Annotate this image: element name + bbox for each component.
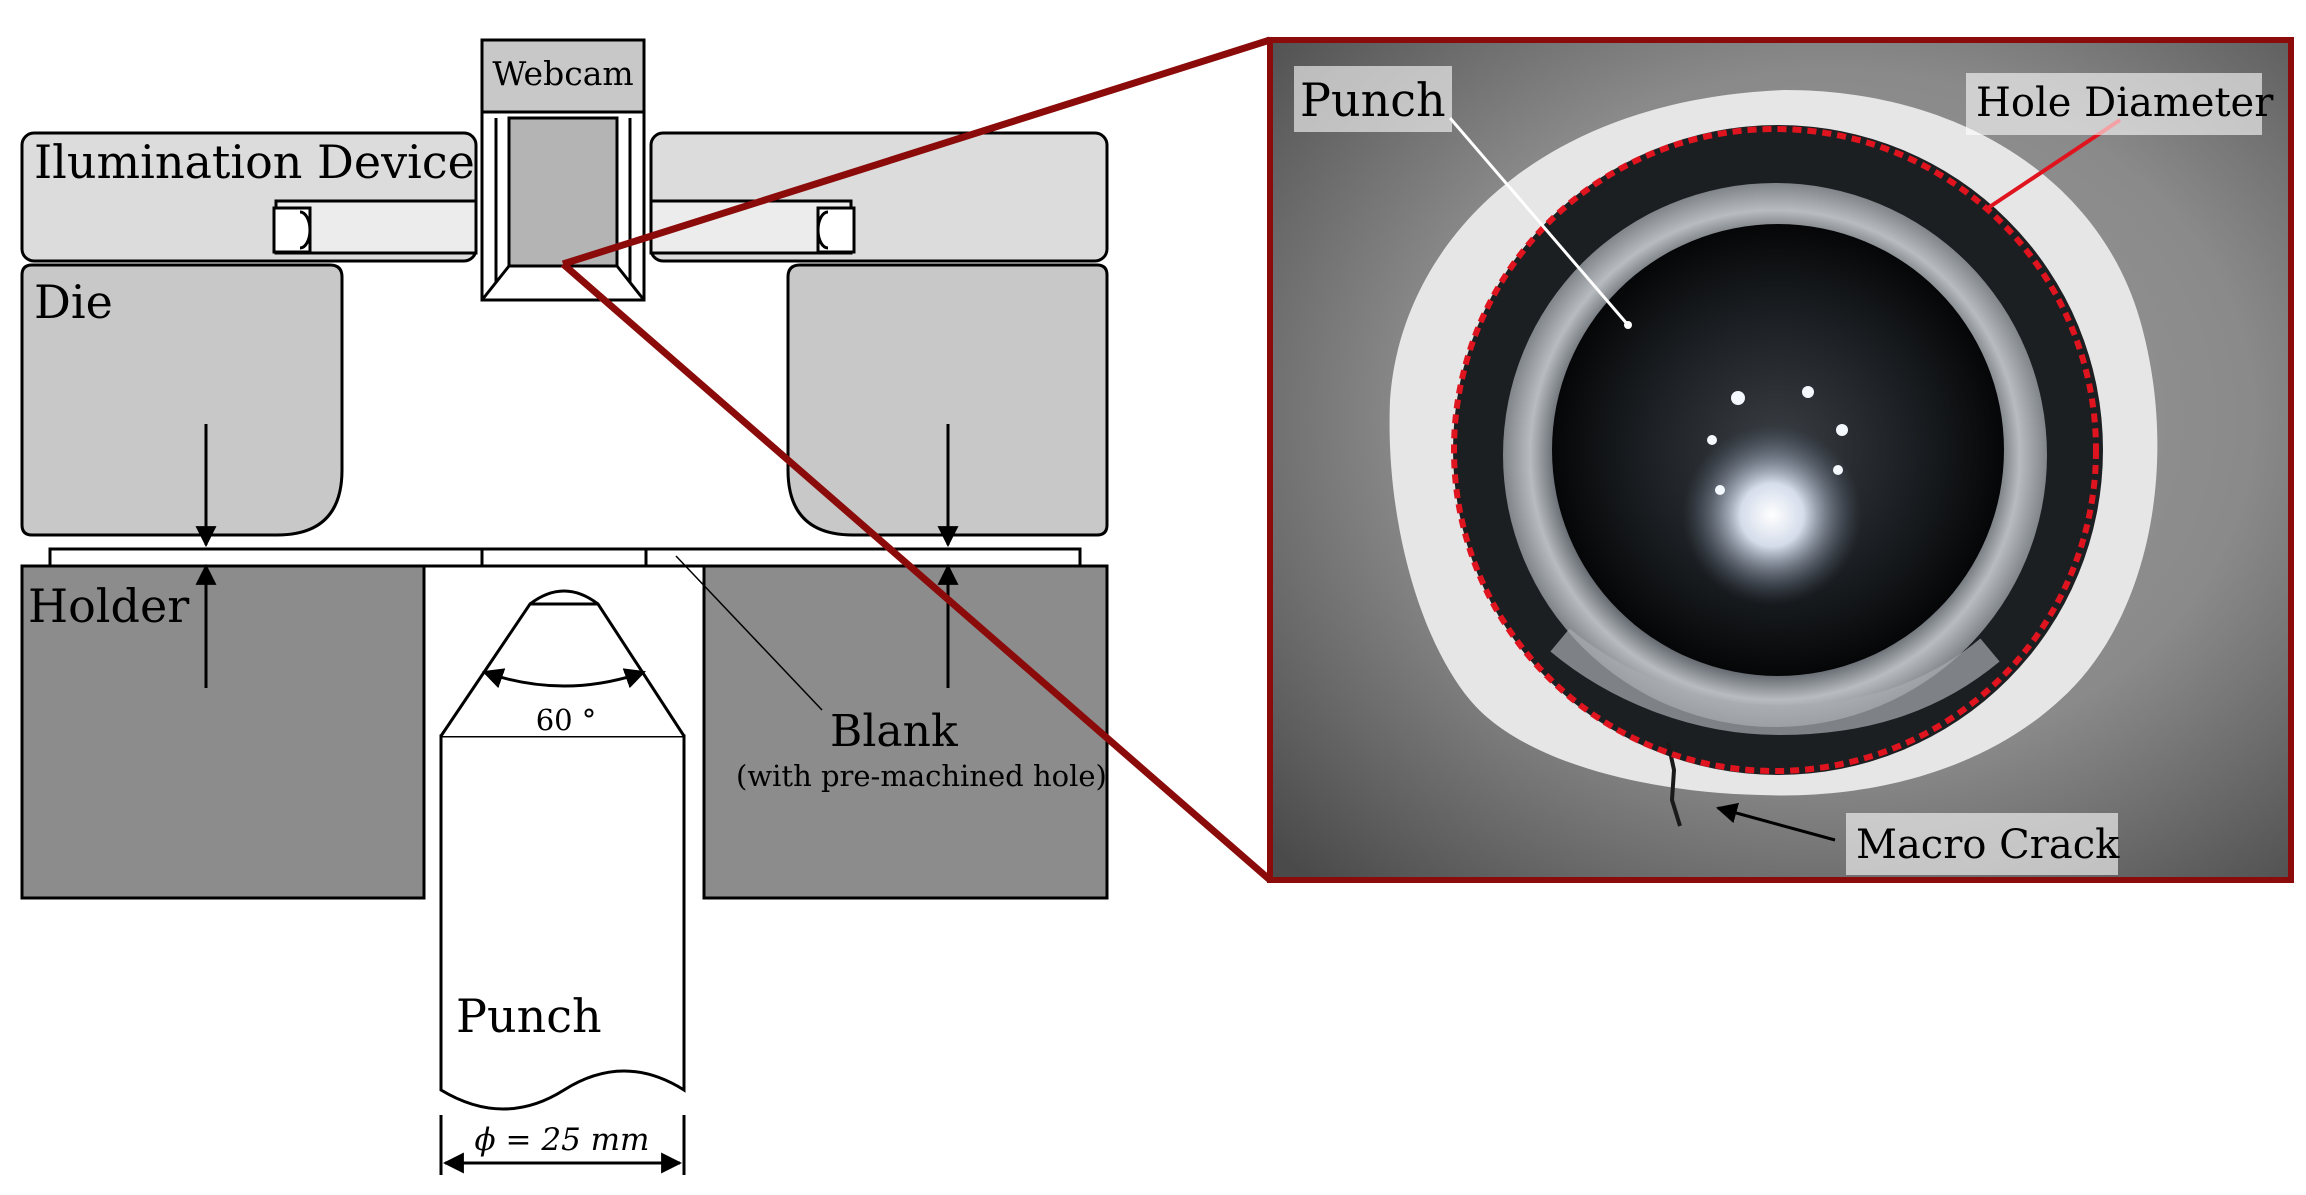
holder-label: Holder [28, 579, 189, 633]
bolt-icon [816, 206, 856, 254]
webcam-label: Webcam [492, 54, 633, 93]
hole-diameter-circle [1451, 126, 2099, 774]
angle-label: 60 ° [536, 703, 597, 737]
hole-photo [1270, 40, 2291, 880]
punch-label: Punch [456, 989, 602, 1043]
photo-labels: Punch Hole Diameter Macro Crack [1300, 73, 2274, 868]
webcam-label-box [480, 38, 646, 114]
blank-leader [675, 555, 823, 711]
holder-left [20, 564, 426, 900]
die-label: Die [34, 275, 113, 329]
blank-label: Blank [830, 706, 958, 757]
photo-punch-label: Punch [1300, 73, 1446, 127]
die-right [786, 263, 1109, 537]
blank-plate [48, 547, 1082, 568]
bolt-icon [272, 206, 312, 254]
schematic-labels: Webcam Ilumination Device Die Holder 60 … [28, 54, 1107, 1158]
holder-right [702, 564, 1109, 900]
macro-crack [1666, 741, 1682, 827]
die-left [20, 263, 344, 537]
photo-frame [1267, 37, 2294, 883]
diameter-label: ϕ = 25 mm [475, 1122, 650, 1158]
webcam-lens [507, 116, 619, 268]
zoom-lines [560, 36, 1273, 883]
light-reflection [1682, 425, 1862, 605]
illumination-label: Ilumination Device [34, 135, 475, 189]
press-schematic [20, 38, 1109, 1175]
macro-crack-label: Macro Crack [1856, 822, 2120, 868]
blank-note: (with pre-machined hole) [736, 759, 1107, 793]
angle-arc [482, 668, 646, 689]
hole-diameter-label: Hole Diameter [1976, 80, 2274, 126]
punch-body [439, 734, 686, 1111]
